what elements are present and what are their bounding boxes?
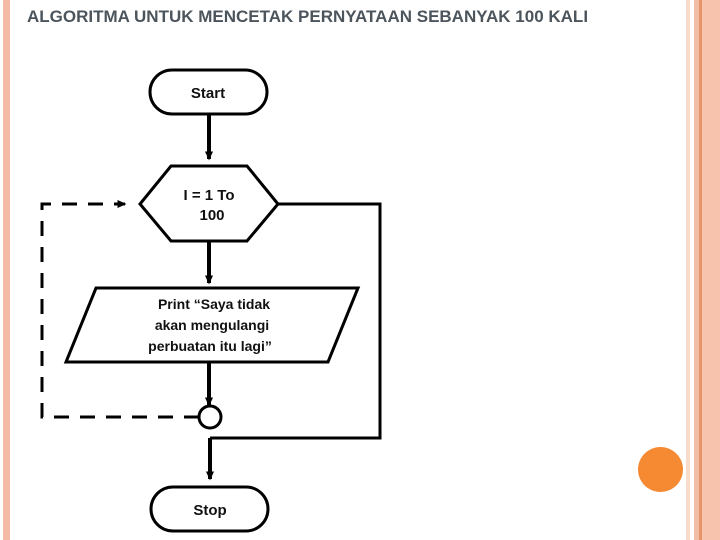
orange-circle-decoration (638, 447, 683, 492)
node-loop: I = 1 To 100 (138, 164, 280, 243)
node-print-label-line3: perbuatan itu lagi” (148, 338, 272, 354)
left-decorative-stripe (3, 0, 10, 540)
node-start: Start (148, 68, 269, 116)
slide-title: ALGORITMA UNTUK MENCETAK PERNYATAAN SEBA… (27, 7, 589, 26)
node-stop: Stop (149, 485, 270, 533)
edge-loop-to-junction-right (210, 202, 382, 440)
edge-junction-to-loop-dashed (40, 200, 199, 419)
node-loop-label-line2: 100 (199, 207, 224, 224)
node-print-label-line1: Print “Saya tidak (158, 296, 270, 312)
node-start-label: Start (191, 85, 225, 102)
node-loop-label-line1: I = 1 To (184, 187, 235, 204)
right-decorative-stripe-2 (694, 0, 699, 540)
right-decorative-stripe-1 (686, 0, 690, 540)
right-decorative-stripe-4 (702, 0, 720, 540)
flowchart-diagram: Start I = 1 To 100 Print “Saya tidak aka… (28, 55, 403, 540)
node-junction (197, 404, 223, 430)
node-print: Print “Saya tidak akan mengulangi perbua… (63, 286, 361, 364)
node-print-label-line2: akan mengulangi (155, 317, 269, 333)
right-decorative-stripe-3 (699, 0, 702, 540)
node-stop-label: Stop (193, 502, 226, 519)
